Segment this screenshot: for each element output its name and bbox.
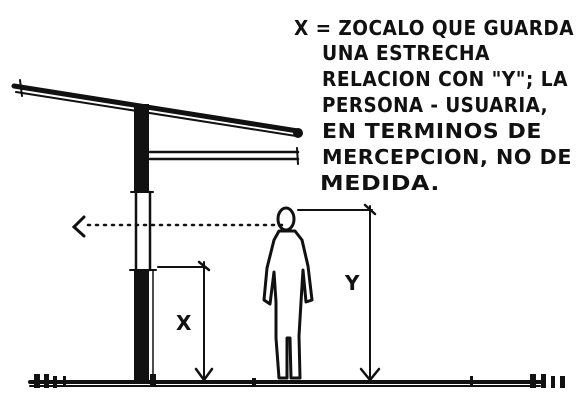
column bbox=[129, 104, 157, 380]
annotation-line-2: UNA ESTRECHA bbox=[322, 41, 490, 65]
annotation-line-4: PERSONA - USUARIA, bbox=[322, 93, 548, 117]
annotation-line-6: MERCEPCION, NO DE bbox=[322, 145, 572, 169]
beam bbox=[148, 147, 300, 165]
annotation-line-1: X = ZOCALO QUE GUARDA bbox=[294, 16, 574, 40]
person-silhouette bbox=[262, 206, 314, 380]
annotation-line-7: MEDIDA. bbox=[320, 171, 440, 195]
roof-canopy bbox=[11, 79, 303, 138]
annotation-line-3: RELACION CON "Y"; LA bbox=[322, 67, 568, 91]
sight-line bbox=[71, 215, 284, 238]
dimension-x bbox=[152, 260, 214, 383]
label-y: Y bbox=[344, 271, 360, 295]
annotation-line-5: EN TERMINOS DE bbox=[322, 119, 542, 143]
ground-line bbox=[28, 374, 565, 388]
label-x: X bbox=[176, 311, 192, 335]
annotation-block: X = ZOCALO QUE GUARDA UNA ESTRECHA RELAC… bbox=[294, 16, 574, 195]
